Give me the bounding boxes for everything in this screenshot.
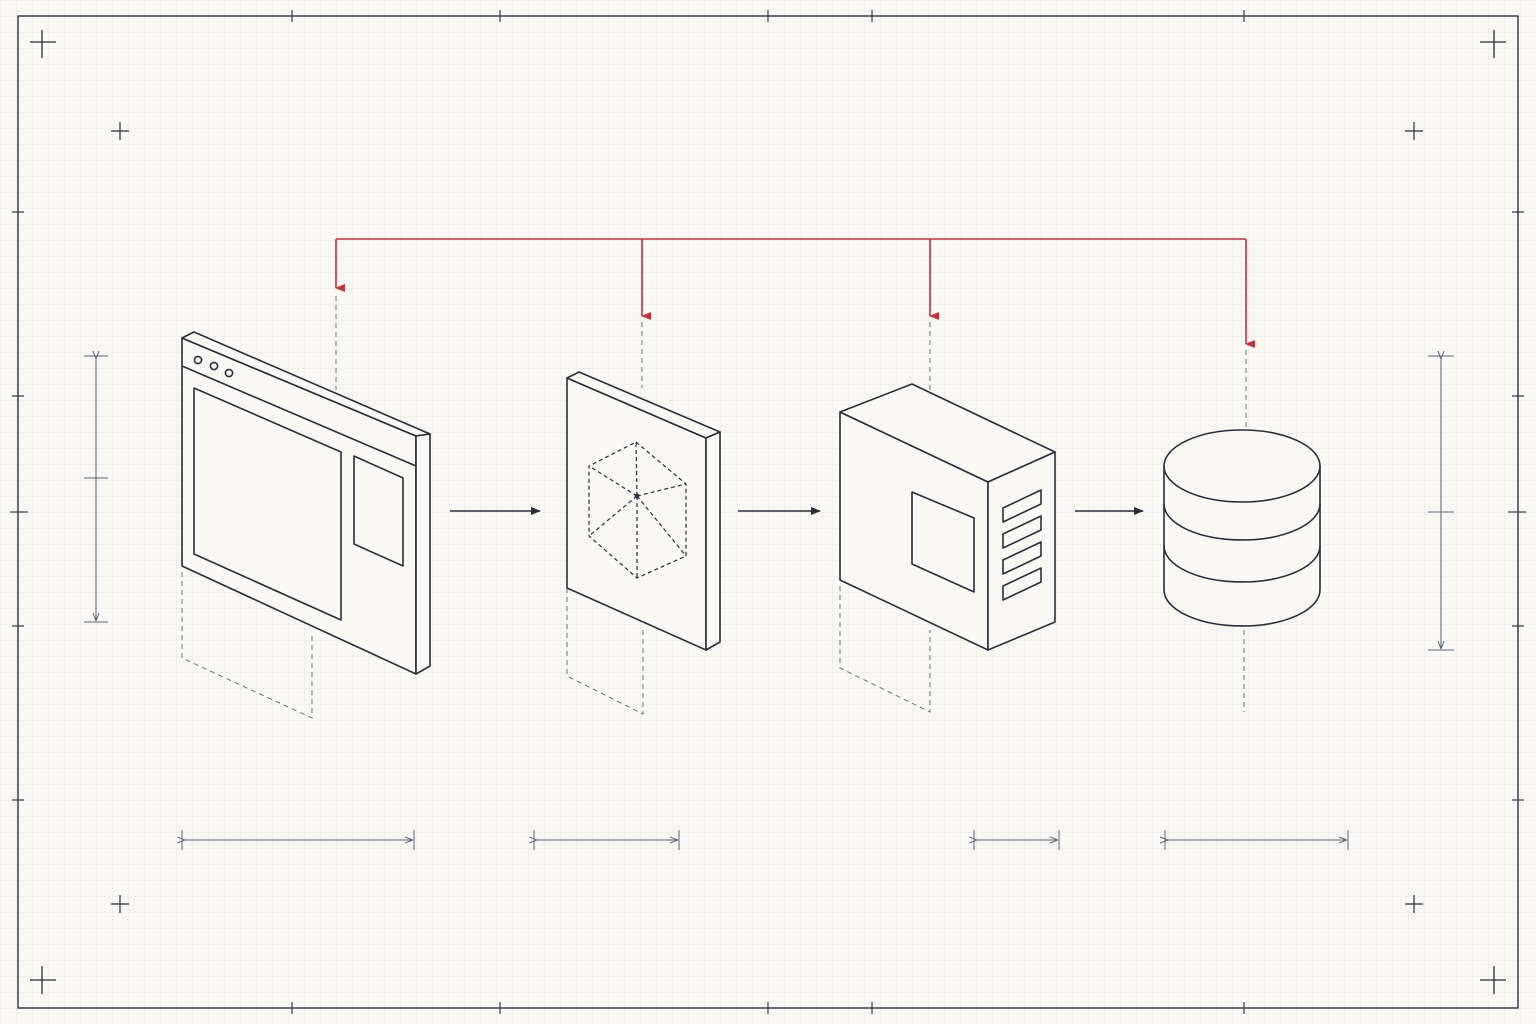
hexagon-wireframe bbox=[588, 441, 687, 579]
database-ring bbox=[1163, 545, 1321, 583]
window-dot-icon bbox=[224, 368, 234, 378]
database-top bbox=[1163, 429, 1321, 503]
feedback-bus bbox=[335, 238, 1255, 348]
hexagon-center-node bbox=[634, 493, 640, 499]
server-drive-bay bbox=[1002, 489, 1042, 523]
browser-side-pane bbox=[353, 455, 404, 567]
browser-window-icon bbox=[181, 331, 431, 675]
drawing-frame bbox=[10, 10, 1526, 1014]
server-drive-bay bbox=[1002, 541, 1042, 575]
hexagon-network-icon bbox=[566, 371, 721, 651]
browser-side-edge bbox=[415, 433, 431, 675]
database-ring bbox=[1163, 503, 1321, 541]
server-box-icon bbox=[839, 383, 1056, 651]
window-dot-icon bbox=[193, 355, 203, 365]
database-body bbox=[1163, 466, 1321, 627]
server-front-port bbox=[911, 491, 975, 593]
dimension-left bbox=[84, 356, 108, 623]
server-drive-bay bbox=[1002, 567, 1042, 601]
window-dot-icon bbox=[209, 361, 219, 371]
dimension-bottom bbox=[182, 830, 1349, 850]
server-drive-bay bbox=[1002, 515, 1042, 549]
registration-crosses bbox=[111, 122, 1423, 913]
browser-main-pane bbox=[193, 387, 342, 621]
browser-title-bar bbox=[181, 365, 417, 467]
corner-marks bbox=[30, 30, 1506, 994]
database-cylinder-icon bbox=[1163, 429, 1321, 627]
dimension-right bbox=[1428, 356, 1454, 651]
panel-side-edge bbox=[705, 431, 721, 651]
